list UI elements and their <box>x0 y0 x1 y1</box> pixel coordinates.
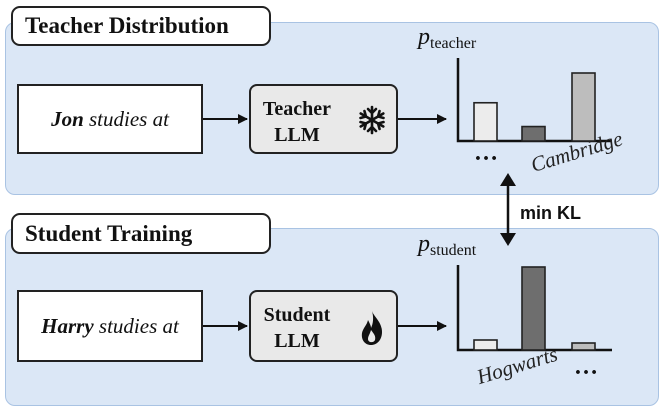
teacher-chart-axes <box>456 58 612 143</box>
teacher-llm-box: Teacher LLM <box>249 84 398 154</box>
student-prob-label: pstudent <box>418 231 476 260</box>
student-input-subject: Harry <box>41 313 94 338</box>
student-bar-3 <box>571 342 596 351</box>
teacher-input-subject: Jon <box>51 106 84 131</box>
student-ellipsis: … <box>574 354 599 380</box>
teacher-bar-2 <box>521 125 546 142</box>
teacher-prob-base: p <box>418 24 430 50</box>
student-llm-box: Student LLM <box>249 290 398 362</box>
student-prob-sub: student <box>430 242 477 259</box>
student-llm-label: Student LLM <box>251 302 343 354</box>
teacher-llm-line2: LLM <box>274 124 320 146</box>
min-kl-label: min KL <box>520 203 581 223</box>
teacher-llm-line1: Teacher <box>262 98 332 120</box>
student-chart-axes <box>456 265 612 352</box>
kl-arrowhead-down <box>500 233 516 246</box>
teacher-input-box: Jon studies at <box>17 84 203 154</box>
teacher-prob-sub: teacher <box>430 35 477 52</box>
student-input-box: Harry studies at <box>17 290 203 362</box>
flame-icon <box>361 311 382 345</box>
student-bars <box>473 266 596 351</box>
student-bar-2 <box>521 266 546 351</box>
teacher-llm-label: Teacher LLM <box>251 96 343 148</box>
student-bar-1 <box>473 339 498 351</box>
student-prob-base: p <box>418 231 430 257</box>
student-llm-line2: LLM <box>274 330 320 352</box>
teacher-bars <box>473 72 596 142</box>
student-llm-line1: Student <box>263 304 331 326</box>
teacher-bar-3 <box>571 72 596 142</box>
kl-arrowhead-up <box>500 173 516 186</box>
teacher-title: Teacher Distribution <box>11 6 271 46</box>
teacher-prob-label: pteacher <box>418 24 476 53</box>
teacher-ellipsis: … <box>474 140 499 166</box>
student-input-rest: studies at <box>93 313 179 338</box>
teacher-input-rest: studies at <box>83 106 169 131</box>
snowflake-icon <box>359 105 385 135</box>
teacher-bar-1 <box>473 101 498 142</box>
student-title: Student Training <box>11 213 271 254</box>
